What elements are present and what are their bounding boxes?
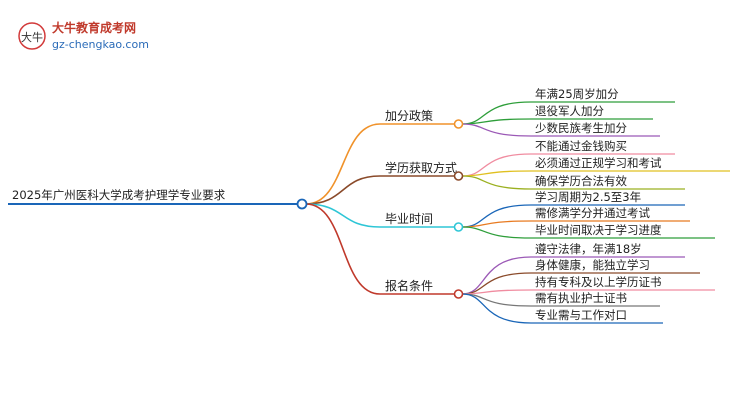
root-node-label: 2025年广州医科大学成考护理学专业要求	[12, 188, 226, 202]
branch-connector	[305, 123, 381, 205]
leaf-label: 遵守法律，年满18岁	[535, 242, 642, 256]
leaf-label: 年满25周岁加分	[535, 87, 619, 101]
root-node-dot	[296, 198, 308, 210]
leaf-label: 退役军人加分	[535, 104, 604, 118]
leaf-connector	[462, 226, 532, 239]
leaf-label: 专业需与工作对口	[535, 308, 627, 322]
leaf-label: 毕业时间取决于学习进度	[535, 223, 662, 237]
leaf-label: 需修满学分并通过考试	[535, 206, 650, 220]
branch-node-dot	[453, 289, 464, 299]
leaf-connector	[462, 293, 532, 324]
leaf-label: 不能通过金钱购买	[535, 139, 627, 153]
mindmap-nodes: 2025年广州医科大学成考护理学专业要求 加分政策 年满25周岁加分退役军人加分少…	[8, 87, 662, 322]
leaf-label: 需有执业护士证书	[535, 291, 627, 305]
logo-title: 大牛教育成考网	[52, 20, 136, 35]
branch-node-dot	[453, 171, 464, 181]
logo-url: gz-chengkao.com	[52, 38, 149, 51]
leaf-label: 学习周期为2.5至3年	[535, 190, 641, 204]
branch-connector	[305, 203, 381, 228]
branch-connector	[305, 203, 381, 295]
branch-node-dot	[453, 222, 464, 232]
mindmap-edges	[305, 101, 730, 324]
leaf-label: 身体健康，能独立学习	[535, 258, 650, 272]
branch-label: 学历获取方式	[385, 160, 457, 175]
leaf-connector	[462, 170, 532, 177]
leaf-connector	[462, 175, 532, 190]
leaf-connector	[462, 123, 532, 137]
branch-label: 毕业时间	[385, 212, 433, 226]
logo-badge-icon	[18, 22, 46, 50]
leaf-label: 持有专科及以上学历证书	[535, 275, 662, 289]
branch-node-dot	[453, 119, 464, 129]
branch-label: 加分政策	[385, 109, 433, 123]
leaf-label: 确保学历合法有效	[535, 174, 627, 188]
leaf-connector	[462, 204, 532, 228]
logo: 大牛 大牛教育成考网 gz-chengkao.com	[18, 18, 158, 54]
leaf-label: 必须通过正规学习和考试	[535, 156, 662, 170]
branch-connector	[305, 175, 381, 205]
leaf-connector	[462, 256, 532, 295]
leaf-connector	[462, 220, 532, 228]
leaf-label: 少数民族考生加分	[535, 121, 627, 135]
branch-label: 报名条件	[385, 278, 433, 293]
logo-mark: 大牛	[21, 30, 43, 44]
logo-graphic: 大牛 大牛教育成考网 gz-chengkao.com	[18, 20, 149, 51]
leaf-connector	[462, 118, 532, 125]
